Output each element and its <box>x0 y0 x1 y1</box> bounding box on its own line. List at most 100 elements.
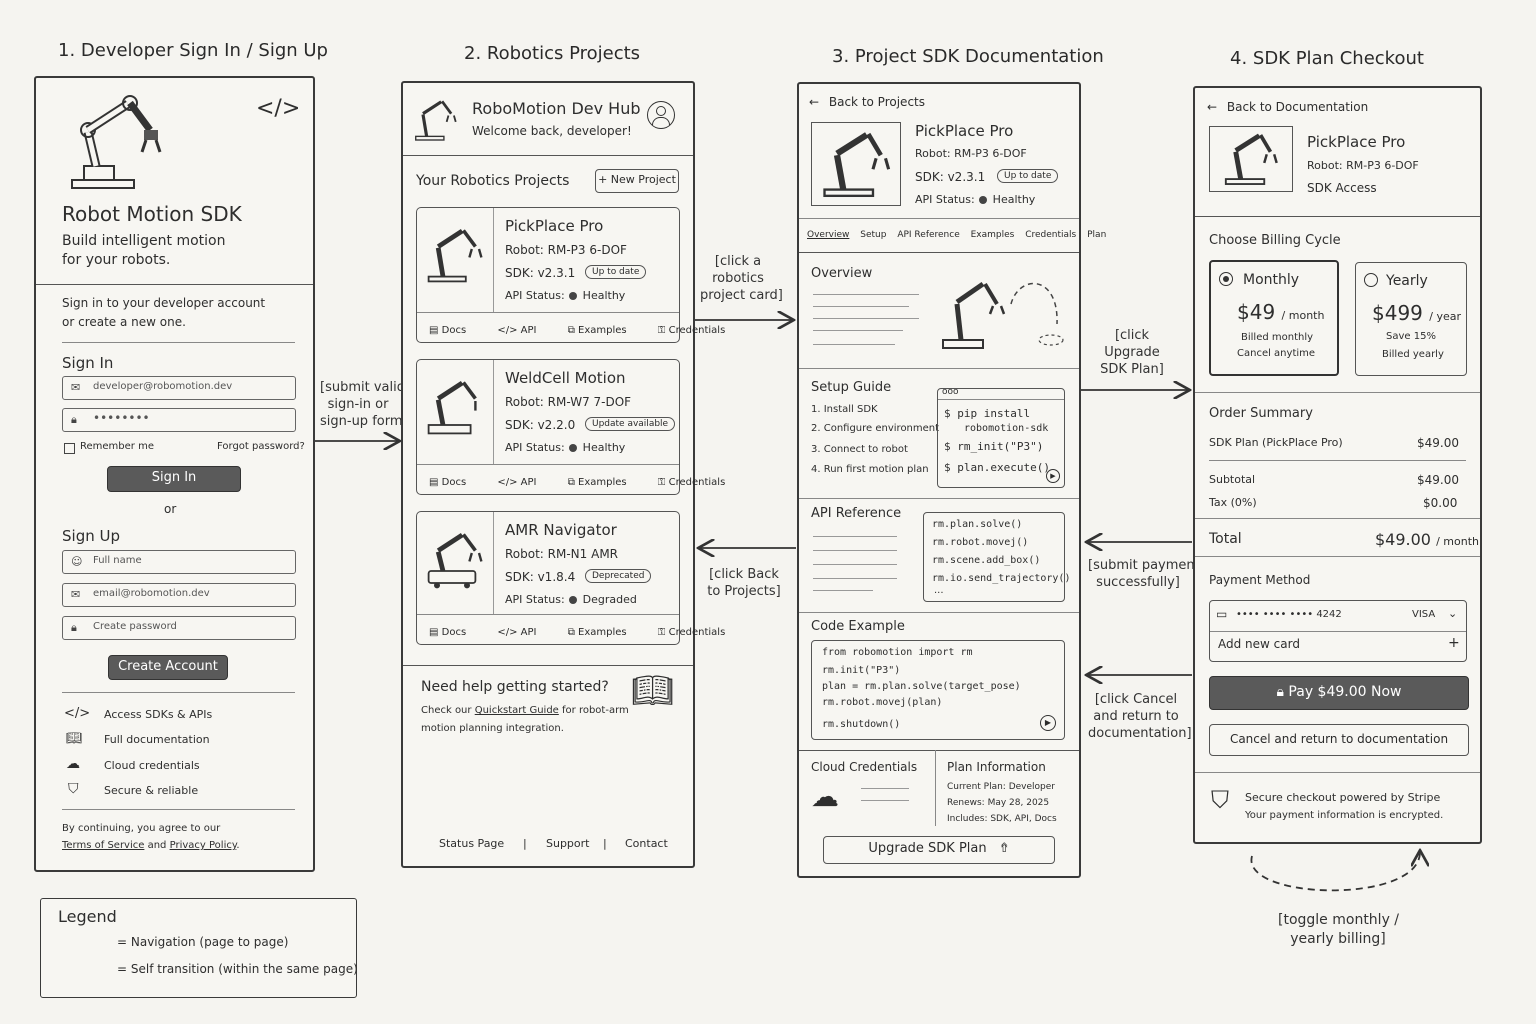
brand-title: Robot Motion SDK <box>62 202 242 226</box>
back-to-documentation-link[interactable]: ← Back to Documentation <box>1207 100 1369 114</box>
docs-link[interactable]: ▤ Docs <box>429 477 467 488</box>
cancel-return-button[interactable]: Cancel and return to documentation <box>1209 724 1469 756</box>
billing-option-monthly[interactable]: Monthly $49 / month Billed monthly Cance… <box>1209 260 1339 376</box>
order-summary-title: Order Summary <box>1209 406 1313 421</box>
code-line: rm.shutdown() <box>822 719 901 730</box>
feature-secure: Secure & reliable <box>104 784 199 797</box>
api-link[interactable]: </> API <box>497 627 537 638</box>
api-item[interactable]: rm.scene.add_box() <box>932 555 1041 566</box>
play-icon[interactable]: ▶ <box>1046 469 1060 483</box>
signin-button[interactable]: Sign In <box>107 466 241 492</box>
signin-heading: Sign In <box>62 354 114 372</box>
pay-now-button[interactable]: 🔒︎ Pay $49.00 Now <box>1209 676 1469 710</box>
footer-contact-link[interactable]: Contact <box>625 837 668 850</box>
examples-link[interactable]: ⧉ Examples <box>567 325 627 336</box>
credentials-link[interactable]: ⚿ Credentials <box>657 627 726 638</box>
api-reference-title: API Reference <box>811 506 902 521</box>
signin-password-value: •••••••• <box>93 411 150 425</box>
saved-card[interactable]: •••• •••• •••• 4242 <box>1236 609 1342 620</box>
payment-method-title: Payment Method <box>1209 573 1311 587</box>
api-item-more: ... <box>934 585 944 596</box>
legend: Legend = Navigation (page to page) = Sel… <box>40 898 358 998</box>
credit-card-icon: ▭ <box>1216 607 1228 621</box>
tab-credentials[interactable]: Credentials <box>1025 230 1077 240</box>
docs-link[interactable]: ▤ Docs <box>429 627 467 638</box>
radio-selected[interactable] <box>1219 272 1233 286</box>
tab-overview[interactable]: Overview <box>807 230 850 240</box>
billing-option-yearly[interactable]: Yearly $499 / year Save 15% Billed yearl… <box>1355 262 1467 376</box>
create-account-button[interactable]: Create Account <box>108 655 228 680</box>
credentials-link[interactable]: ⚿ Credentials <box>657 477 726 488</box>
tab-api-reference[interactable]: API Reference <box>897 230 960 240</box>
terminal-line: $ plan.execute() <box>944 461 1050 474</box>
plus-icon[interactable]: + <box>1448 635 1460 651</box>
upgrade-sdk-plan-button[interactable]: Upgrade SDK Plan ⇮ <box>823 836 1055 864</box>
new-project-button[interactable]: + New Project <box>595 169 679 193</box>
legend-title: Legend <box>58 907 117 926</box>
chevron-down-icon[interactable]: ⌄ <box>1448 607 1458 620</box>
signup-password-field[interactable]: 🔒︎ Create password <box>62 616 296 640</box>
terms-and: and <box>147 840 167 851</box>
tax-label: Tax (0%) <box>1209 496 1257 509</box>
overview-title: Overview <box>811 266 873 281</box>
book-icon: 📖︎ <box>66 731 83 746</box>
checkout-screen: ← Back to Documentation PickPlace Pro Ro… <box>1193 86 1482 844</box>
examples-link[interactable]: ⧉ Examples <box>567 477 627 488</box>
robot-arm-icon <box>427 228 483 283</box>
card-actions: ▤ Docs </> API ⧉ Examples ⚿ Credentials <box>429 325 753 336</box>
examples-link[interactable]: ⧉ Examples <box>567 627 627 638</box>
credentials-link[interactable]: ⚿ Credentials <box>657 325 726 336</box>
api-reference-list: rm.plan.solve() rm.robot.movej() rm.scen… <box>923 512 1070 602</box>
billing-cycle-title: Choose Billing Cycle <box>1209 233 1341 248</box>
upgrade-arrow-icon: ⇮ <box>998 841 1010 856</box>
project-sdk: SDK: v1.8.4 <box>505 570 576 584</box>
footer-status-link[interactable]: Status Page <box>439 837 505 850</box>
sdk-status-badge: Update available <box>585 417 676 431</box>
back-to-projects-link[interactable]: ← Back to Projects <box>809 95 925 109</box>
card-actions: ▤ Docs </> API ⧉ Examples ⚿ Credentials <box>429 477 753 488</box>
tab-plan[interactable]: Plan <box>1087 230 1107 240</box>
docs-link[interactable]: ▤ Docs <box>429 325 467 336</box>
project-card-pickplace[interactable]: PickPlace Pro Robot: RM-P3 6-DOF SDK: v2… <box>416 207 725 343</box>
yearly-label: Yearly <box>1386 273 1428 289</box>
robot-arm-icon <box>823 132 891 198</box>
page-title-signin: 1. Developer Sign In / Sign Up <box>58 40 328 61</box>
api-status: API Status:Healthy <box>915 193 1036 206</box>
api-item[interactable]: rm.plan.solve() <box>932 519 1023 530</box>
signin-password-field[interactable]: 🔒︎ •••••••• <box>62 408 296 432</box>
api-link[interactable]: </> API <box>497 477 537 488</box>
project-card-amr[interactable]: AMR Navigator Robot: RM-N1 AMR SDK: v1.8… <box>416 511 725 645</box>
page-title-checkout: 4. SDK Plan Checkout <box>1230 48 1424 69</box>
api-item[interactable]: rm.robot.movej() <box>932 537 1029 548</box>
terms-end: . <box>236 840 240 851</box>
quickstart-link[interactable]: Quickstart Guide <box>474 705 559 716</box>
signin-email-field[interactable]: ✉ developer@robomotion.dev <box>62 376 296 400</box>
monthly-price: $49 / month <box>1237 300 1325 324</box>
privacy-link[interactable]: Privacy Policy <box>169 840 237 851</box>
signup-email-field[interactable]: ✉ email@robomotion.dev <box>62 583 296 607</box>
project-card-weldcell[interactable]: WeldCell Motion Robot: RM-W7 7-DOF SDK: … <box>416 359 725 495</box>
forgot-password-link[interactable]: Forgot password? <box>217 441 305 452</box>
remember-checkbox[interactable] <box>64 443 75 454</box>
plan-line: Current Plan: Developer <box>947 782 1055 792</box>
tab-setup[interactable]: Setup <box>860 230 887 240</box>
terms-link[interactable]: Terms of Service <box>62 840 145 851</box>
profile-avatar-icon[interactable] <box>647 101 675 129</box>
help-text-line2: motion planning integration. <box>421 723 564 734</box>
project-name: AMR Navigator <box>505 521 617 539</box>
play-icon[interactable]: ▶ <box>1040 715 1056 731</box>
api-link[interactable]: </> API <box>497 325 537 336</box>
code-line: plan = rm.plan.solve(target_pose) <box>822 681 1021 692</box>
mail-icon: ✉ <box>71 588 81 601</box>
add-new-card-link[interactable]: Add new card <box>1218 637 1300 651</box>
api-item[interactable]: rm.io.send_trajectory() <box>932 573 1071 584</box>
setup-title: Setup Guide <box>811 380 892 395</box>
radio-unselected[interactable] <box>1364 273 1378 287</box>
total-label: Total <box>1209 531 1242 547</box>
tab-examples[interactable]: Examples <box>970 230 1015 240</box>
footer-support-link[interactable]: Support <box>546 837 590 850</box>
footer-divider: | <box>523 837 527 850</box>
fullname-field[interactable]: ☺ Full name <box>62 550 296 574</box>
